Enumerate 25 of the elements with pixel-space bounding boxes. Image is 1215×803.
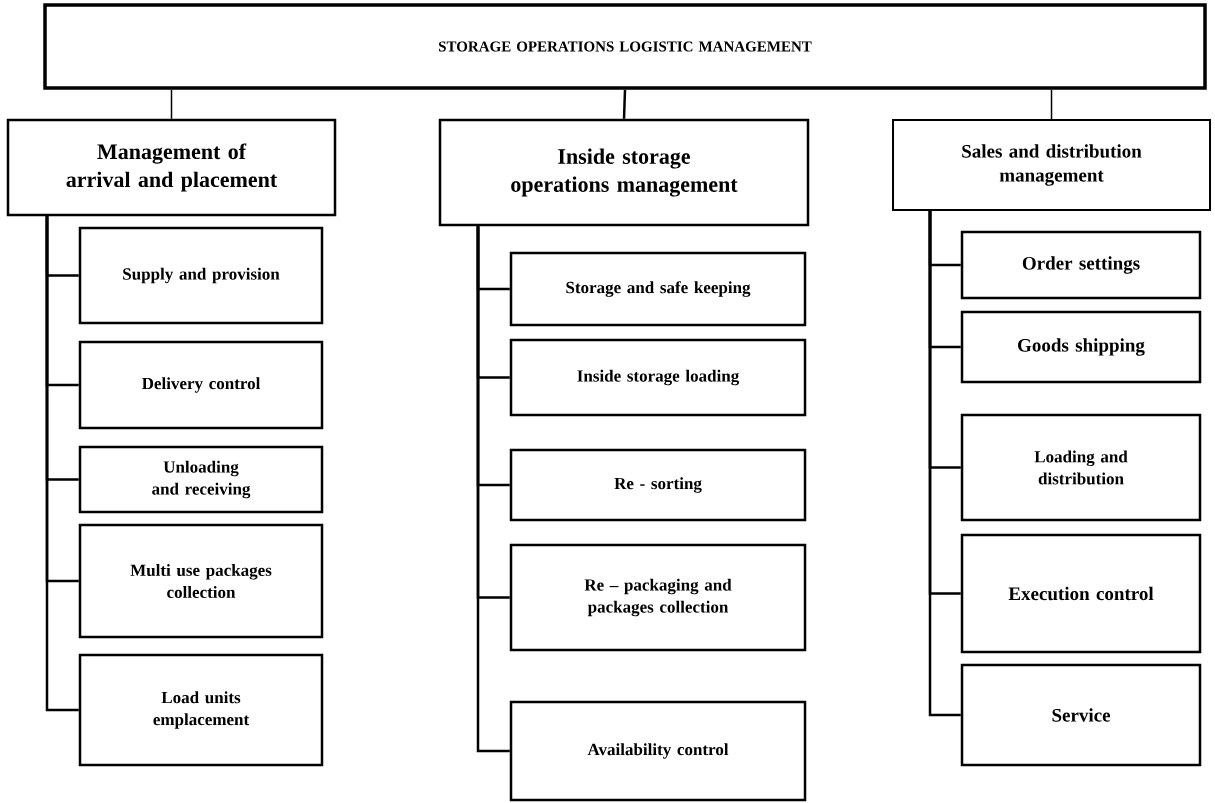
connector-line — [45, 216, 79, 712]
connector-line — [928, 211, 961, 717]
connector-line — [622, 89, 627, 119]
connector-line — [1050, 89, 1053, 120]
connector-line — [476, 226, 510, 753]
task-box: Storage and safe keeping — [509, 251, 807, 327]
category-box: Management of arrival and placement — [6, 118, 337, 217]
category-box: Inside storage operations management — [438, 118, 810, 227]
task-box: Availability control — [509, 700, 807, 802]
task-box: Inside storage loading — [509, 338, 807, 417]
task-box: Goods shipping — [960, 310, 1202, 384]
task-box: Service — [960, 663, 1202, 767]
task-box: Order settings — [960, 230, 1202, 300]
task-box: Loading and distribution — [960, 413, 1202, 522]
category-box: Sales and distribution management — [892, 119, 1211, 211]
task-box: Re – packaging and packages collection — [509, 543, 807, 652]
task-box: Load units emplacement — [78, 653, 324, 767]
task-box: Supply and provision — [78, 226, 324, 325]
task-box: Multi use packages collection — [78, 523, 324, 639]
connector-line — [170, 89, 173, 120]
task-box: Execution control — [960, 533, 1202, 654]
task-box: Unloading and receiving — [78, 445, 324, 514]
task-box: Delivery control — [78, 340, 324, 430]
task-box: Re - sorting — [509, 448, 807, 522]
title-box: STORAGE OPERATIONS LOGISTIC MANAGEMENT — [43, 3, 1207, 90]
